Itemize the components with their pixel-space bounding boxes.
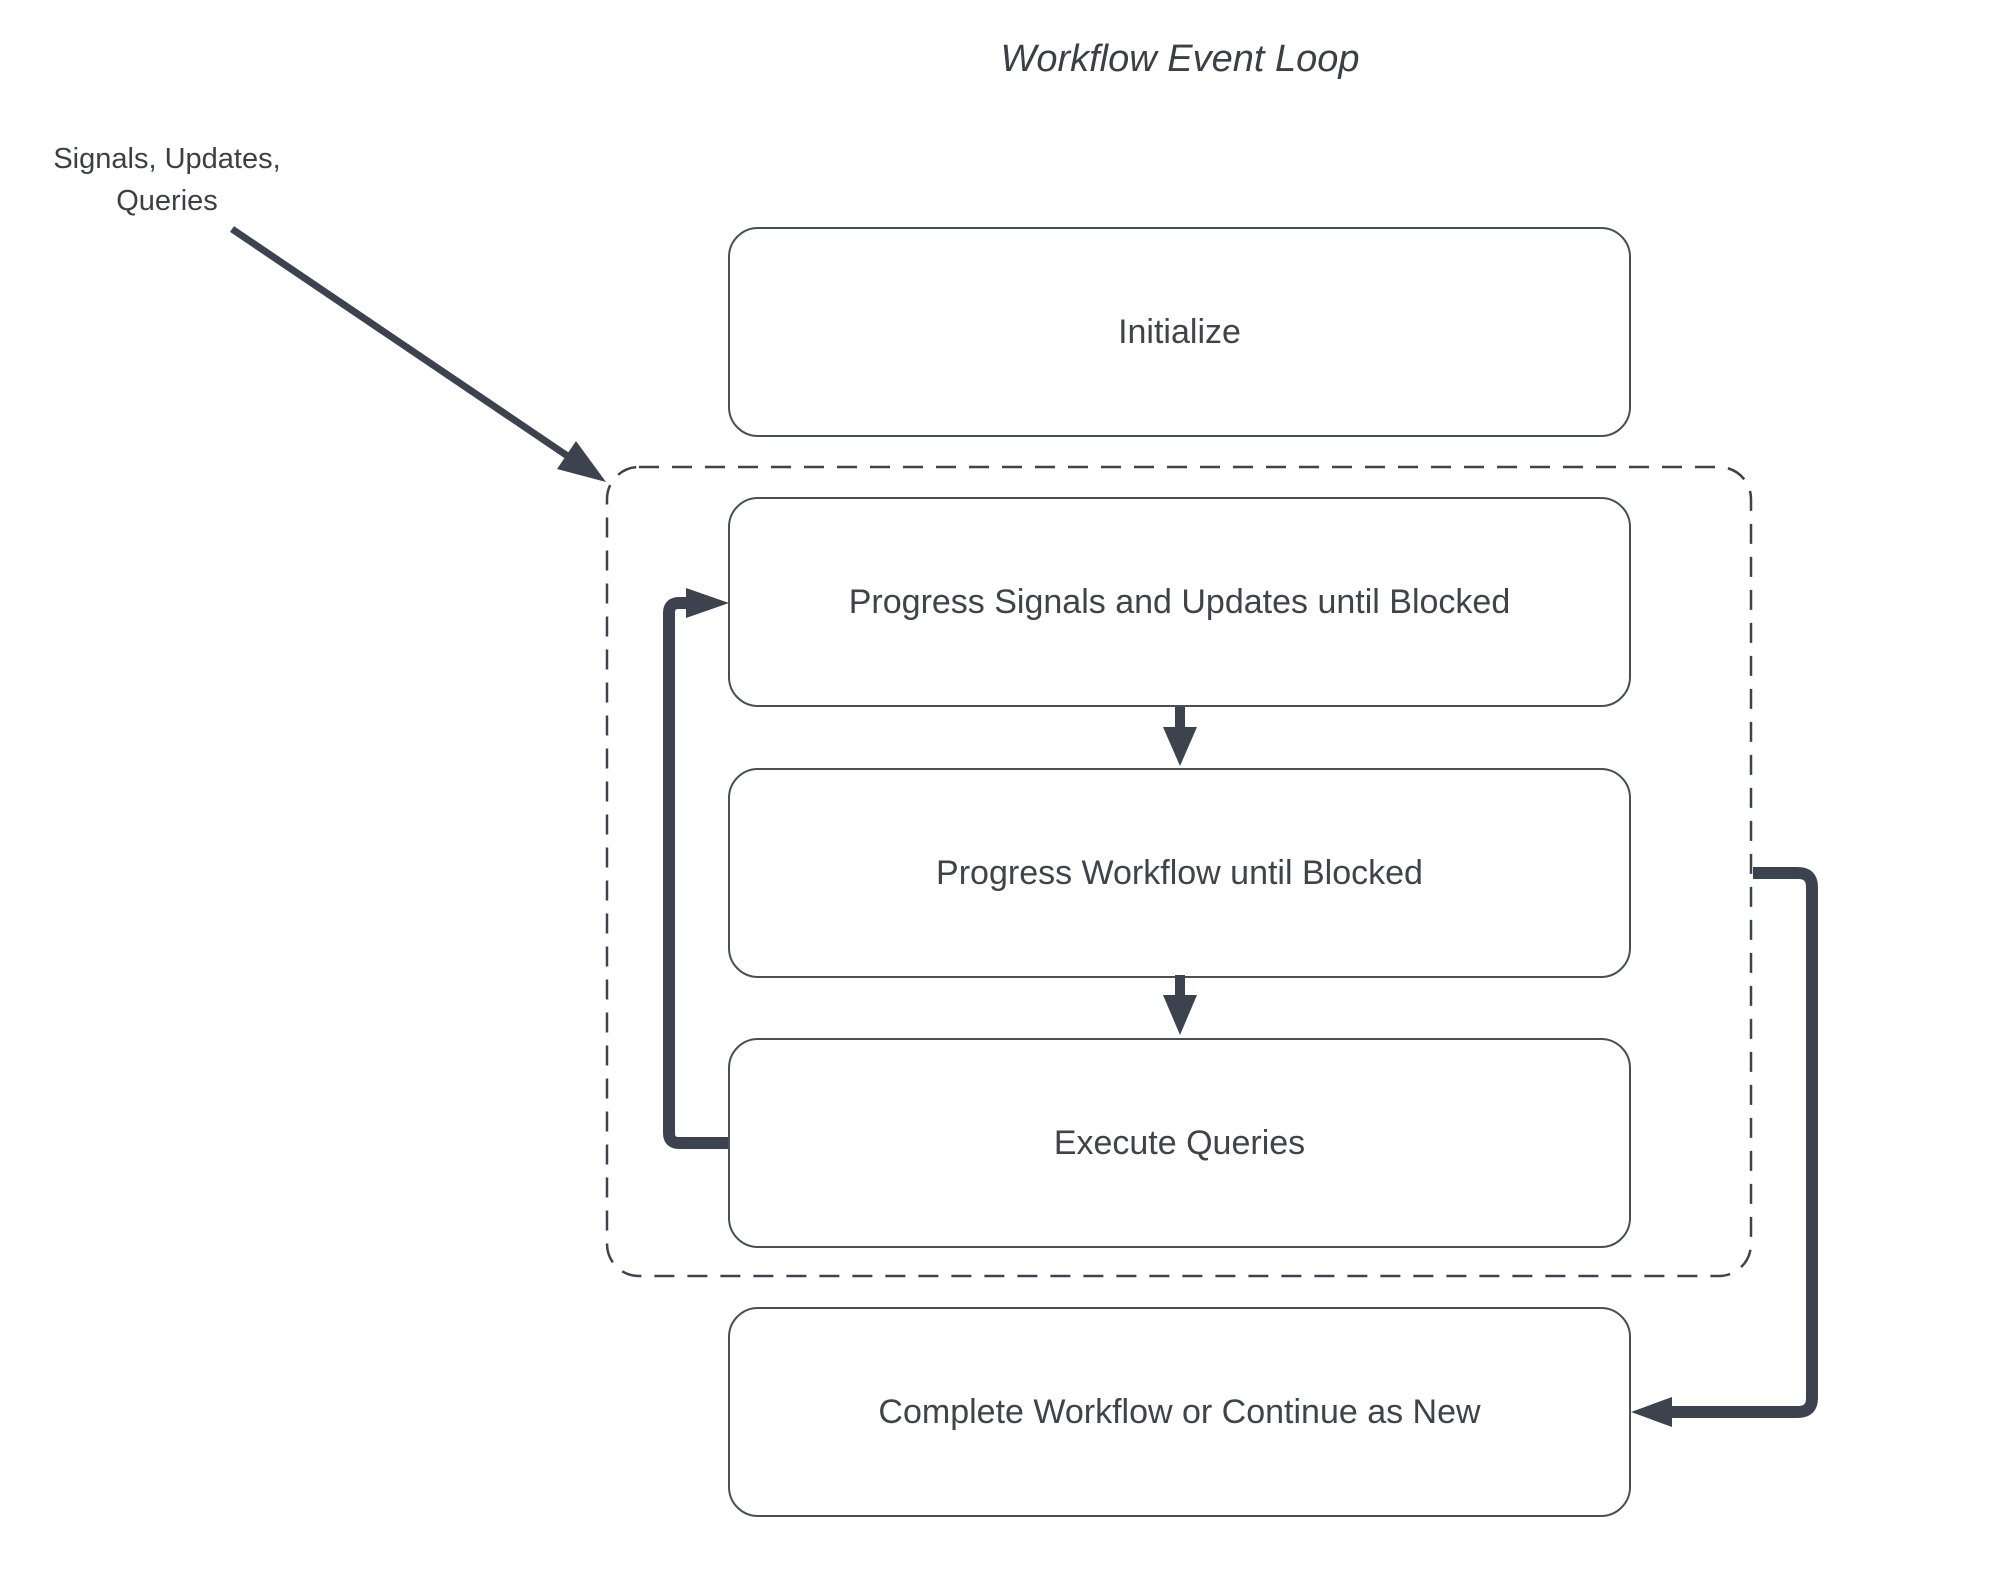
down-arrow-1 (1163, 707, 1197, 766)
node-progress-workflow-label: Progress Workflow until Blocked (936, 853, 1423, 892)
down-arrow-2 (1163, 975, 1197, 1035)
node-initialize: Initialize (728, 227, 1631, 437)
exit-arrow (1631, 867, 1818, 1427)
node-execute-queries: Execute Queries (728, 1038, 1631, 1248)
external-events-label: Signals, Updates, Queries (53, 143, 281, 217)
node-complete-workflow: Complete Workflow or Continue as New (728, 1307, 1631, 1517)
loop-back-arrow (663, 588, 729, 1149)
node-progress-signals: Progress Signals and Updates until Block… (728, 497, 1631, 707)
page-title: Workflow Event Loop (1000, 38, 1360, 80)
incoming-events-arrow (230, 226, 606, 482)
node-progress-signals-label: Progress Signals and Updates until Block… (848, 582, 1511, 621)
node-execute-queries-label: Execute Queries (1053, 1123, 1306, 1162)
node-progress-workflow: Progress Workflow until Blocked (728, 768, 1631, 978)
node-initialize-label: Initialize (1118, 312, 1241, 351)
node-complete-workflow-label: Complete Workflow or Continue as New (878, 1392, 1481, 1431)
